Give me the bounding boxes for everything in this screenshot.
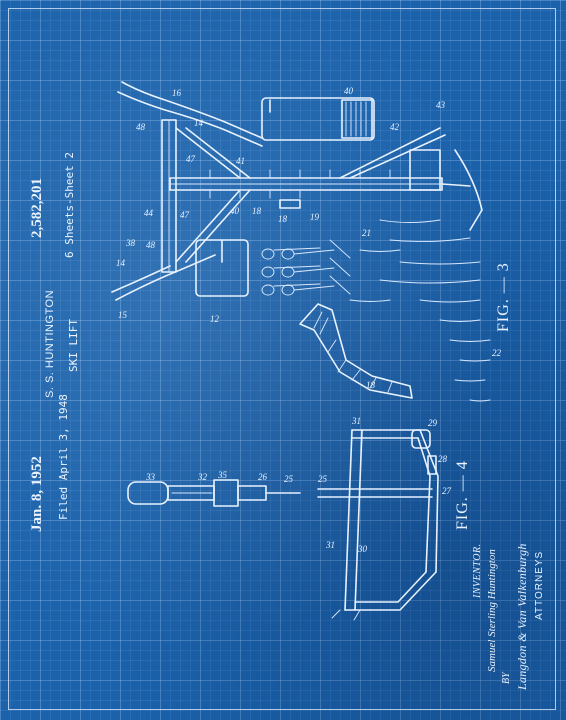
fig3-drawing: [111, 81, 491, 402]
ref-31: 31: [351, 416, 361, 426]
ref-18c: 18: [252, 206, 262, 216]
upper-cable: [121, 81, 263, 139]
bracket-19: [279, 199, 301, 209]
seat-slats: [345, 101, 367, 137]
ref-31b: 31: [325, 540, 335, 550]
sheet-border: [8, 8, 556, 710]
ref-25: 25: [284, 474, 294, 484]
ref-48b: 48: [146, 240, 156, 250]
ref-35: 35: [217, 470, 228, 480]
ref-16: 16: [172, 88, 182, 98]
ref-41: 41: [236, 156, 245, 166]
ref-32: 32: [197, 472, 208, 482]
arm-hooks-lower: [209, 189, 301, 199]
ref-19: 19: [310, 212, 320, 222]
lower-cable: [115, 254, 216, 301]
ref-43: 43: [436, 100, 446, 110]
ref-47b: 47: [180, 210, 190, 220]
ref-42: 42: [390, 122, 400, 132]
arm-hooks: [209, 169, 391, 179]
reference-numerals: 48 16 14 47 41 44 47 40 38 48 14 15 12 4…: [116, 86, 502, 554]
ref-27: 27: [442, 486, 452, 496]
ski-ramp: [299, 303, 413, 399]
ref-44: 44: [144, 208, 154, 218]
ref-14b: 14: [116, 258, 126, 268]
collar: [237, 485, 267, 501]
clamp-block: [213, 479, 239, 507]
hill-edge: [454, 149, 483, 231]
brace-upper: [175, 127, 241, 179]
ref-28: 28: [438, 454, 448, 464]
ramp-slats: [313, 311, 393, 393]
frame-top: [351, 429, 421, 439]
ref-48: 48: [136, 122, 146, 132]
ref-33: 33: [145, 472, 156, 482]
frame-knob: [411, 429, 431, 449]
upper-chair-seat: [341, 99, 373, 139]
arm-end: [441, 183, 471, 187]
ref-40: 40: [344, 86, 354, 96]
ref-25b: 25: [318, 474, 328, 484]
upper-cable-2: [117, 91, 263, 147]
ref-47: 47: [186, 154, 196, 164]
frame-left: [344, 429, 363, 611]
snow-strokes: [349, 219, 491, 402]
brace-right: [339, 127, 441, 179]
handle-grip: [127, 481, 169, 505]
lower-cable-2: [111, 265, 171, 293]
frame-bottom: [344, 571, 437, 611]
frame-foot: [331, 609, 361, 621]
ref-18: 18: [278, 214, 288, 224]
skiers-group: [261, 239, 351, 296]
upper-chair: [261, 97, 375, 141]
ref-22: 22: [492, 348, 502, 358]
ref-26: 26: [258, 472, 268, 482]
ref-40b: 40: [230, 206, 240, 216]
ref-30: 30: [357, 544, 368, 554]
brace-lower: [175, 189, 241, 263]
ref-18b: 18: [366, 380, 376, 390]
ref-15: 15: [118, 310, 128, 320]
ref-21: 21: [362, 228, 371, 238]
brace-upper-2: [185, 127, 251, 179]
ref-29: 29: [428, 418, 438, 428]
ref-38: 38: [125, 238, 136, 248]
frame-right: [417, 429, 439, 573]
fig4-drawing: [127, 429, 439, 621]
ref-12: 12: [210, 314, 220, 324]
ref-14: 14: [194, 118, 204, 128]
end-bracket: [409, 149, 441, 191]
frame-clip: [427, 455, 437, 475]
brace-right-2: [349, 134, 446, 179]
